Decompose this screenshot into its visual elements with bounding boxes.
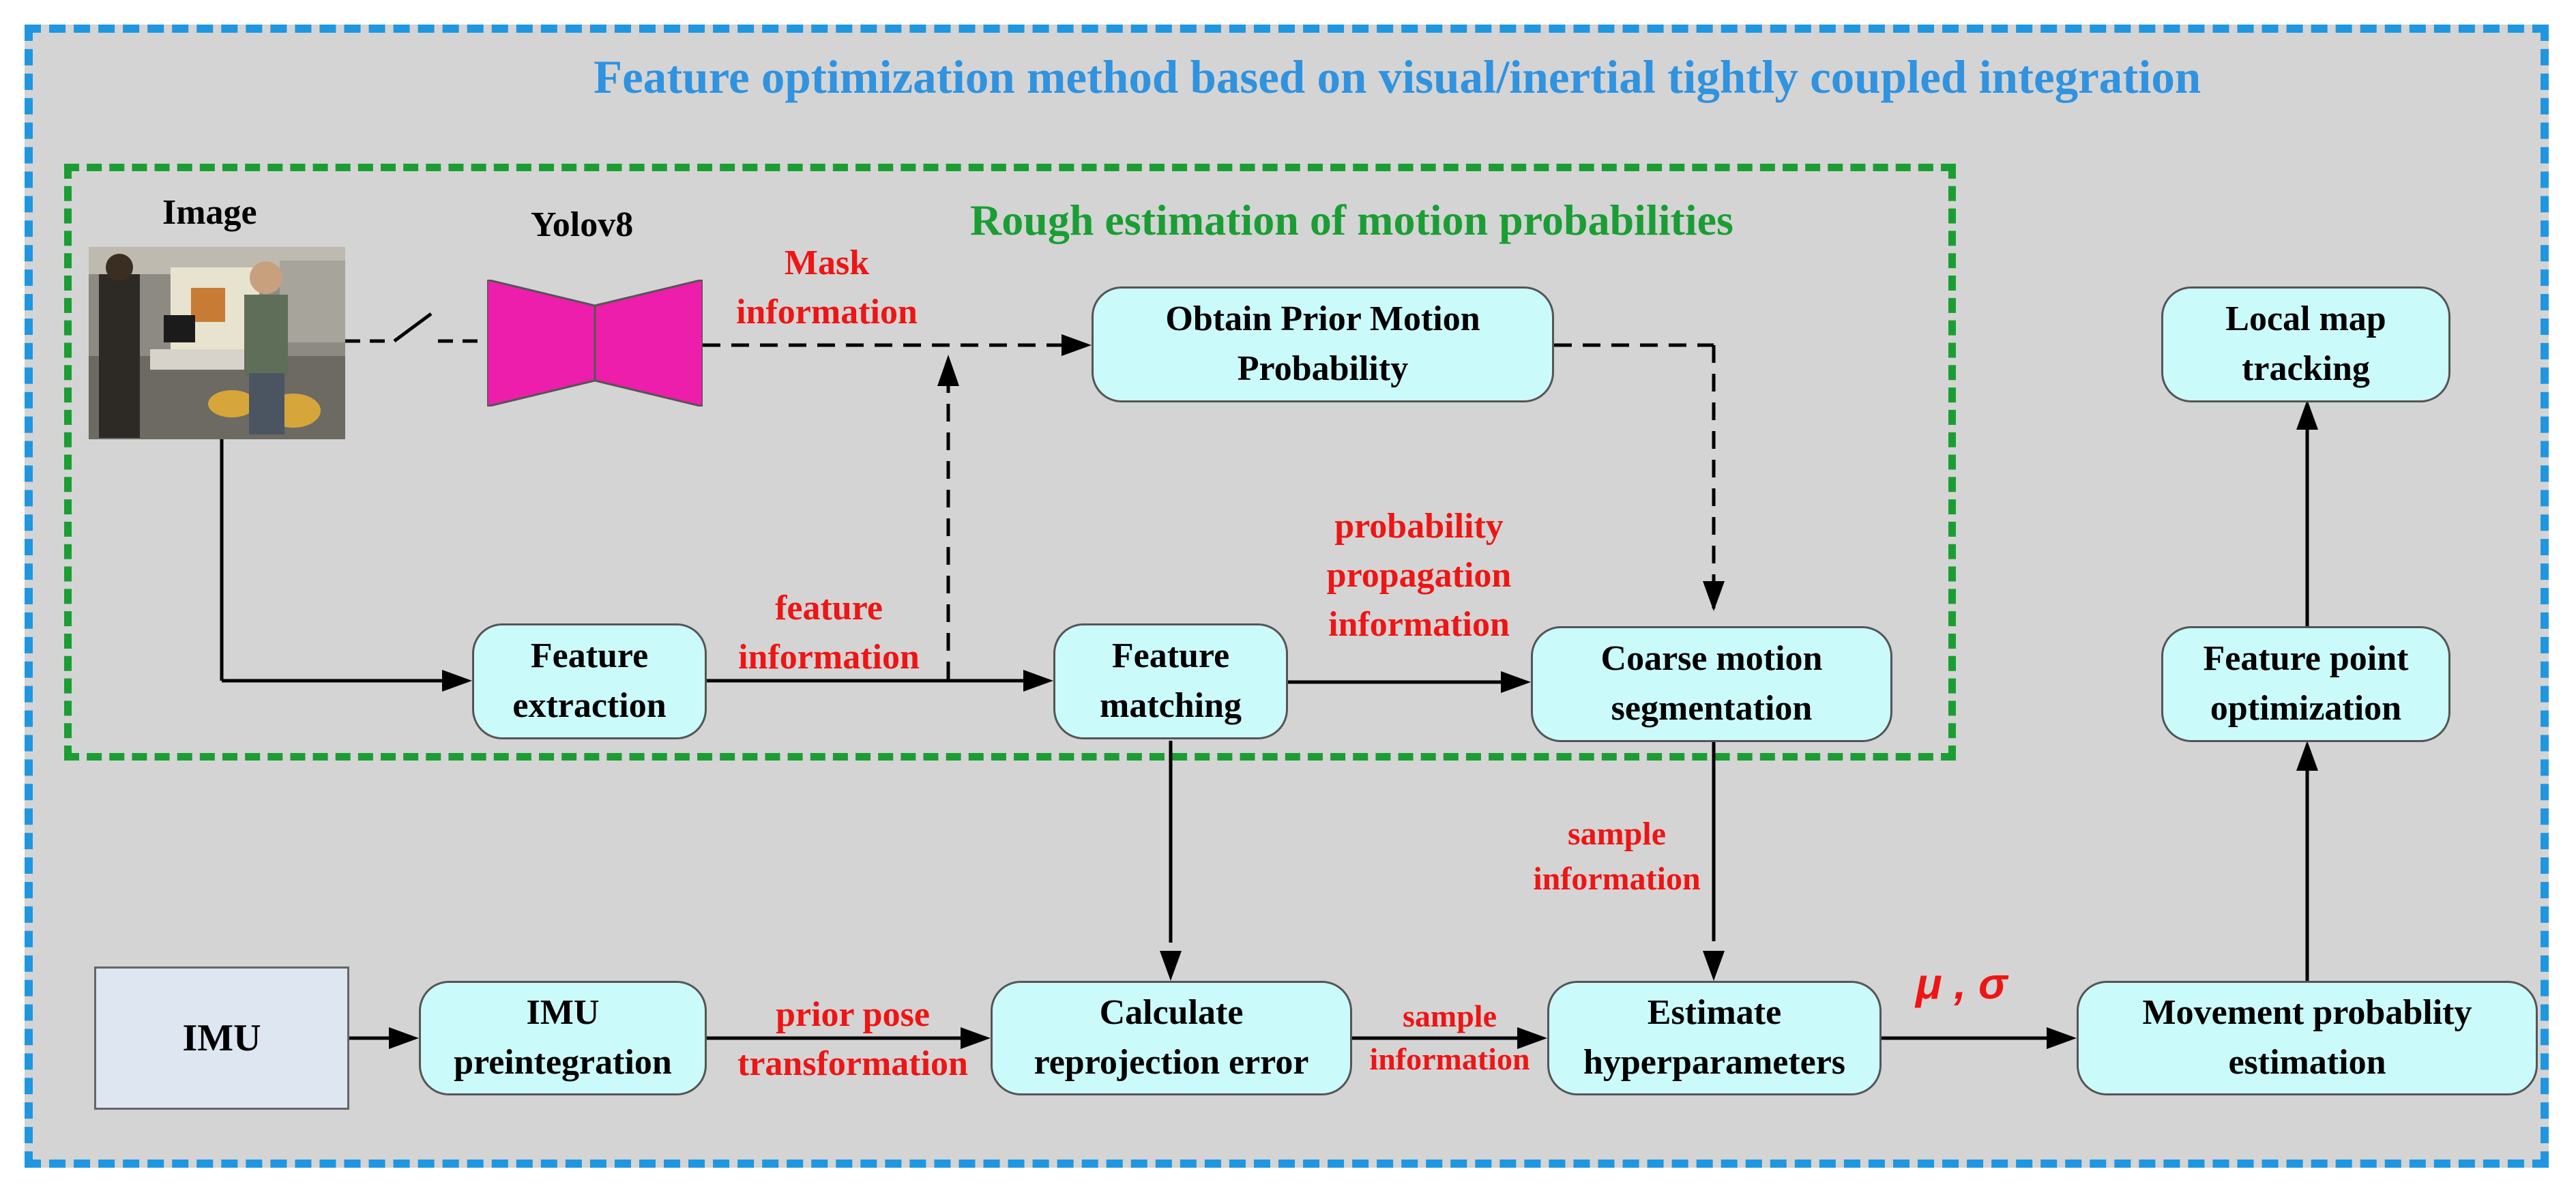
probability-propagation-label: probability propagation information: [1326, 507, 1512, 644]
arrowhead-hyper-left: [1517, 1027, 1547, 1049]
sample-information-label-2: sample information: [1369, 999, 1530, 1077]
feature-point-optimization-node: Feature point optimization: [2161, 626, 2450, 742]
imu-label: IMU: [182, 1017, 261, 1059]
feature-information-label: feature information: [738, 589, 920, 677]
arrowhead-featureopt: [2296, 741, 2318, 771]
prior-pose-transformation-label: prior pose transformation: [737, 995, 968, 1083]
feature-matching-label: Feature matching: [1100, 636, 1242, 725]
outer-dashed-frame: [25, 25, 2549, 1168]
local-map-tracking-node: Local map tracking: [2161, 286, 2450, 402]
arrowhead-movement: [2047, 1027, 2077, 1049]
arrowhead-coarse-top: [1703, 581, 1725, 611]
arrowhead-reprojection: [1160, 951, 1182, 981]
inner-dashed-frame: [64, 164, 1956, 761]
sample-information-label-1: sample information: [1533, 816, 1701, 898]
obtain-prior-label: Obtain Prior Motion Probability: [1165, 299, 1480, 388]
reprojection-error-node: Calculate reprojection error: [991, 981, 1352, 1095]
section-title-rough-estimation: Rough estimation of motion probabilities: [970, 196, 1733, 244]
feature-extraction-node: Feature extraction: [472, 623, 707, 739]
arrowhead-coarse-left: [1501, 671, 1531, 693]
imu-preintegration-label: IMU preintegration: [454, 993, 672, 1082]
input-image-photo: [89, 247, 345, 439]
arrowhead-hyper: [1703, 951, 1725, 981]
arrowhead-prior: [1062, 334, 1092, 356]
arrowhead-mask-up: [937, 355, 959, 386]
arrowhead-preint: [389, 1027, 419, 1049]
diagram-title: Feature optimization method based on vis…: [594, 51, 2201, 103]
feature-extraction-label: Feature extraction: [512, 636, 667, 725]
arrowhead-localmap: [2296, 400, 2318, 430]
movement-prob-label: Movement probablity estimation: [2142, 993, 2472, 1082]
switch-lever: [393, 312, 433, 343]
reprojection-label: Calculate reprojection error: [1034, 993, 1309, 1082]
yolo-label: Yolov8: [531, 205, 634, 244]
imu-node: IMU: [94, 967, 349, 1110]
hyperparameters-label: Estimate hyperparameters: [1583, 993, 1846, 1082]
mu-sigma-label: μ , σ: [1916, 959, 2008, 1008]
feature-point-opt-label: Feature point optimization: [2203, 639, 2409, 728]
feature-matching-node: Feature matching: [1053, 623, 1288, 739]
coarse-segmentation-label: Coarse motion segmentation: [1600, 639, 1823, 728]
yolo-network-icon: [487, 280, 703, 407]
estimate-hyperparameters-node: Estimate hyperparameters: [1547, 981, 1882, 1095]
arrowhead-extraction: [442, 670, 472, 692]
obtain-prior-motion-probability-node: Obtain Prior Motion Probability: [1092, 286, 1554, 402]
movement-probability-node: Movement probablity estimation: [2077, 981, 2538, 1095]
imu-preintegration-node: IMU preintegration: [419, 981, 707, 1095]
image-label: Image: [162, 193, 257, 232]
coarse-motion-segmentation-node: Coarse motion segmentation: [1531, 626, 1892, 742]
mask-information-label: Mask information: [736, 244, 918, 331]
local-map-label: Local map tracking: [2225, 299, 2386, 388]
arrowhead-reproj-left: [961, 1027, 991, 1049]
arrowhead-matching: [1023, 670, 1053, 692]
